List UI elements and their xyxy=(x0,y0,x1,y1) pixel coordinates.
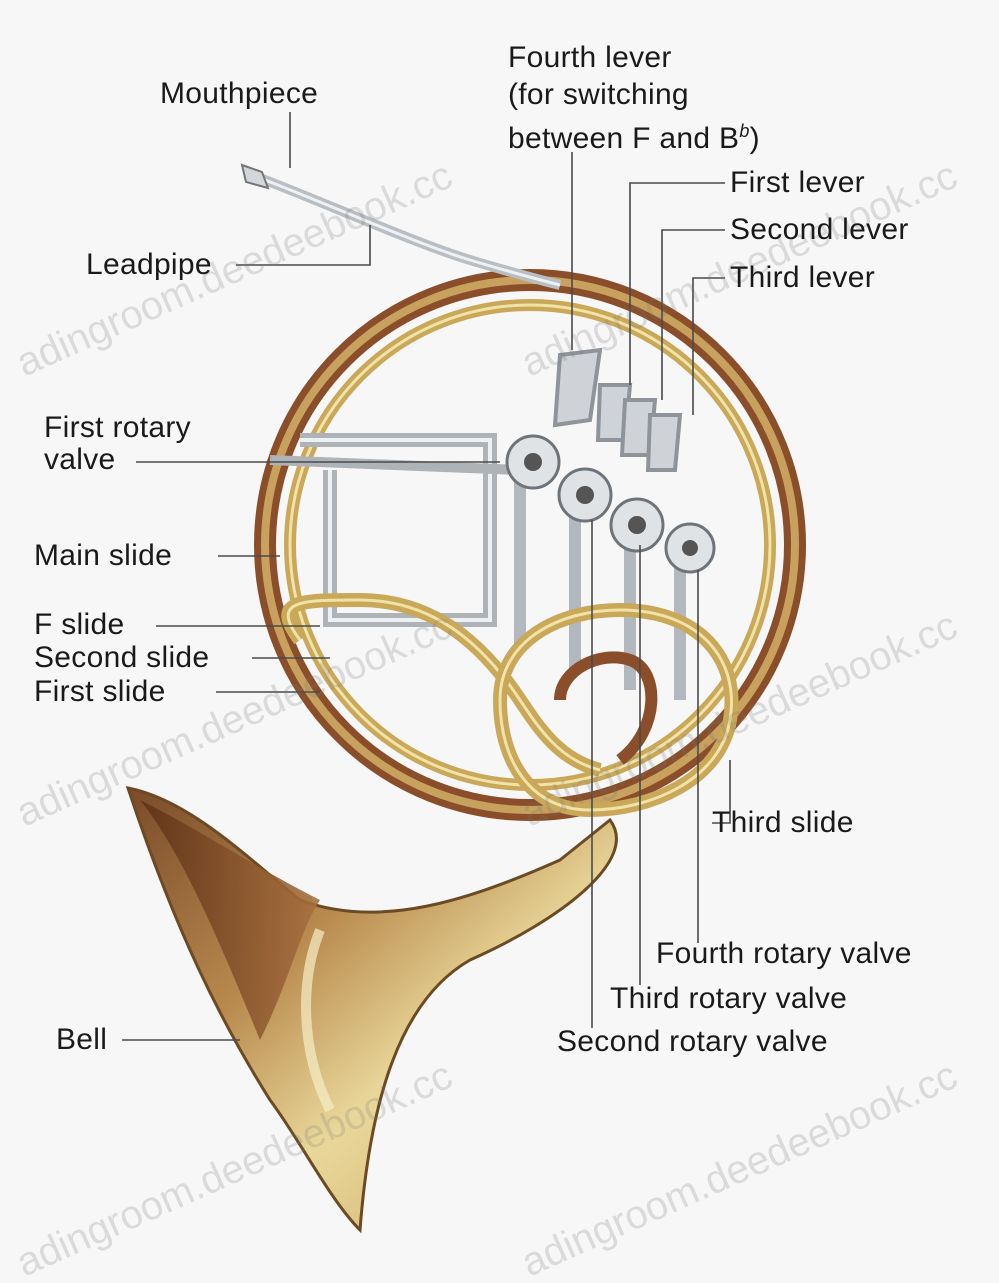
label-fourth-lever-paren: ) xyxy=(750,122,760,155)
label-fourth-lever-text: between F and B xyxy=(508,122,739,155)
label-first-slide: First slide xyxy=(34,674,166,710)
label-f-slide: F slide xyxy=(34,607,124,643)
label-main-slide: Main slide xyxy=(34,538,172,574)
label-second-rotary-valve: Second rotary valve xyxy=(557,1024,828,1060)
label-first-rotary-valve-line2: valve xyxy=(44,442,116,478)
label-first-rotary-valve: First rotary xyxy=(44,410,191,446)
label-fourth-lever: Fourth lever xyxy=(508,40,672,76)
flat-symbol: b xyxy=(739,121,749,141)
label-mouthpiece: Mouthpiece xyxy=(160,76,318,112)
label-bell: Bell xyxy=(56,1022,107,1058)
label-third-rotary-valve: Third rotary valve xyxy=(610,981,847,1017)
mouthpiece-shape xyxy=(242,165,268,188)
label-fourth-rotary-valve: Fourth rotary valve xyxy=(656,936,912,972)
label-leadpipe: Leadpipe xyxy=(86,247,212,283)
label-third-lever: Third lever xyxy=(730,260,875,296)
label-fourth-lever-line3: between F and Bb) xyxy=(508,113,760,157)
label-third-slide: Third slide xyxy=(712,805,854,841)
label-second-slide: Second slide xyxy=(34,640,209,676)
label-first-lever: First lever xyxy=(730,165,865,201)
rotary-valves xyxy=(507,436,714,572)
label-second-lever: Second lever xyxy=(730,212,909,248)
label-fourth-lever-line2: (for switching xyxy=(508,77,689,113)
